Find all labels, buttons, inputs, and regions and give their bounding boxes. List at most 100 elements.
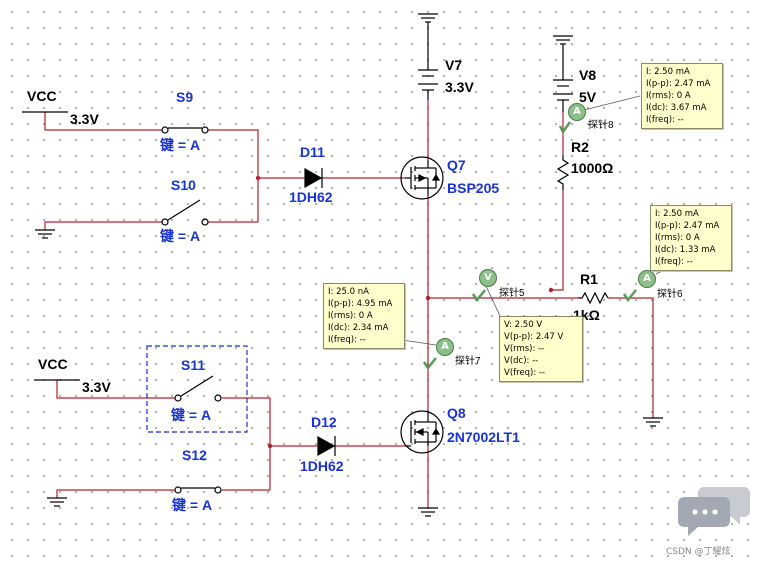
mosfet-q7-model: BSP205 <box>447 180 500 196</box>
chat-bubble-icon <box>678 487 750 536</box>
tooltip-p7-line-3: I(rms): 0 A <box>328 311 373 321</box>
probe-6-label: 探针6 <box>657 289 683 300</box>
tooltip-p5-line-5: V(freq): -- <box>504 368 546 378</box>
tooltip-p5-line-2: V(p-p): 2.47 V <box>504 332 564 342</box>
mosfet-q7-symbol <box>400 156 444 200</box>
switch-s11-key: 键 = A <box>171 407 212 423</box>
tooltip-p7-line-2: I(p-p): 4.95 mA <box>328 299 393 309</box>
resistor-r2-name: R2 <box>571 139 589 155</box>
vcc-bottom-label: VCC <box>38 356 68 372</box>
tooltip-p6-line-1: I: 2.50 mA <box>655 209 699 219</box>
s11-selection-box <box>146 345 248 433</box>
resistor-r2-symbol <box>556 155 570 190</box>
probe-5-label: 探针5 <box>499 288 525 299</box>
tooltip-p6-line-2: I(p-p): 2.47 mA <box>655 221 720 231</box>
diode-d12-model: 1DH62 <box>300 458 344 474</box>
switch-s9-name: S9 <box>176 89 194 105</box>
wire-vcc-bottom <box>56 380 175 399</box>
source-v7-value: 3.3V <box>445 79 474 95</box>
leader-p7 <box>401 339 437 346</box>
probe-leaders <box>401 95 669 346</box>
arrow-p7 <box>422 357 437 371</box>
tooltip-p6-line-3: I(rms): 0 A <box>655 233 700 243</box>
mosfet-q8-name: Q8 <box>447 405 466 421</box>
wire-s12-ground <box>56 489 175 498</box>
switch-s12-key: 键 = A <box>172 497 213 513</box>
tooltip-p5-line-1: V: 2.50 V <box>504 320 543 330</box>
watermark-text: CSDN @丁耀炫 <box>666 547 731 557</box>
tooltip-p6-line-5: I(freq): -- <box>655 257 693 267</box>
source-v8-name: V8 <box>579 67 597 83</box>
wire-s9-to-junction <box>208 129 259 222</box>
tooltip-probe-6: I: 2.50 mA I(p-p): 2.47 mA I(rms): 0 A I… <box>650 205 732 271</box>
vcc-top-label: VCC <box>27 88 57 104</box>
switch-s11-name: S11 <box>181 357 206 373</box>
diode-d12-symbol <box>317 435 336 457</box>
resistor-r2-value: 1000Ω <box>571 160 614 176</box>
diode-d12-name: D12 <box>311 414 337 430</box>
ground-s12 <box>47 497 67 507</box>
junction-bottom <box>267 443 273 449</box>
tooltip-probe-5: V: 2.50 V V(p-p): 2.47 V V(rms): -- V(dc… <box>499 316 583 382</box>
source-v7-symbol <box>418 22 438 100</box>
tooltip-p6-line-4: I(dc): 1.33 mA <box>655 245 716 255</box>
tooltip-p8-line-1: I: 2.50 mA <box>646 67 690 77</box>
vcc-bottom-voltage: 3.3V <box>82 379 111 395</box>
resistor-r1-name: R1 <box>580 271 598 287</box>
ground-q8 <box>418 507 438 517</box>
tooltip-p5-line-4: V(dc): -- <box>504 356 539 366</box>
diode-d11-model: 1DH62 <box>289 189 333 205</box>
probe-6-icon[interactable]: A <box>638 270 656 288</box>
diode-d11-symbol <box>304 167 323 189</box>
tooltip-p7-line-5: I(freq): -- <box>328 335 366 345</box>
switch-s12-symbol <box>174 486 222 494</box>
probe-arrows <box>422 121 637 371</box>
source-v8-symbol <box>553 44 573 112</box>
wire-vcc-top <box>44 112 162 131</box>
leader-p8 <box>583 95 641 111</box>
wire-r1-out <box>608 297 654 418</box>
probe-7-icon[interactable]: A <box>436 338 454 356</box>
arrow-p5 <box>471 289 486 303</box>
tooltip-p7-line-1: I: 25.0 nA <box>328 287 369 297</box>
wire-s11-to-junction <box>222 397 271 490</box>
tooltip-p8-line-4: I(dc): 3.67 mA <box>646 103 707 113</box>
junction-r2 <box>548 287 554 293</box>
probe-5-icon[interactable]: V <box>479 269 497 287</box>
wires <box>44 100 654 508</box>
wire-s10-ground <box>44 221 162 230</box>
switch-s10-name: S10 <box>171 177 196 193</box>
source-v7-name: V7 <box>445 57 463 73</box>
tooltip-p8-line-2: I(p-p): 2.47 mA <box>646 79 711 89</box>
wire-r2-node <box>551 190 564 291</box>
switch-s9-key: 键 = A <box>160 137 201 153</box>
resistor-r1-symbol <box>578 291 609 305</box>
ground-s10 <box>35 229 55 239</box>
probe-8-label: 探针8 <box>588 120 614 131</box>
source-v8-value: 5V <box>579 89 597 105</box>
probe-8-icon[interactable]: A <box>568 103 586 121</box>
arrow-p8 <box>558 121 572 135</box>
switch-s11-symbol <box>174 375 222 402</box>
tooltip-p5-line-3: V(rms): -- <box>504 344 545 354</box>
tooltip-p8-line-3: I(rms): 0 A <box>646 91 691 101</box>
arrow-p6 <box>622 289 637 303</box>
switch-s10-symbol <box>161 199 209 226</box>
mosfet-q8-model: 2N7002LT1 <box>447 429 520 445</box>
junction-node5 <box>425 295 431 301</box>
ground-v8 <box>553 35 573 45</box>
leader-p5 <box>485 285 501 317</box>
junction-top <box>255 175 261 181</box>
diode-d11-name: D11 <box>300 144 325 160</box>
switch-s9-symbol <box>161 126 209 134</box>
probe-7-label: 探针7 <box>455 356 481 367</box>
vcc-top-voltage: 3.3V <box>70 111 99 127</box>
switch-s12-name: S12 <box>182 447 207 463</box>
tooltip-probe-7: I: 25.0 nA I(p-p): 4.95 mA I(rms): 0 A I… <box>323 283 405 349</box>
tooltip-p8-line-5: I(freq): -- <box>646 115 684 125</box>
switch-s10-key: 键 = A <box>160 228 201 244</box>
components <box>22 13 663 517</box>
tooltip-p7-line-4: I(dc): 2.34 mA <box>328 323 389 333</box>
ground-r1 <box>643 417 663 427</box>
